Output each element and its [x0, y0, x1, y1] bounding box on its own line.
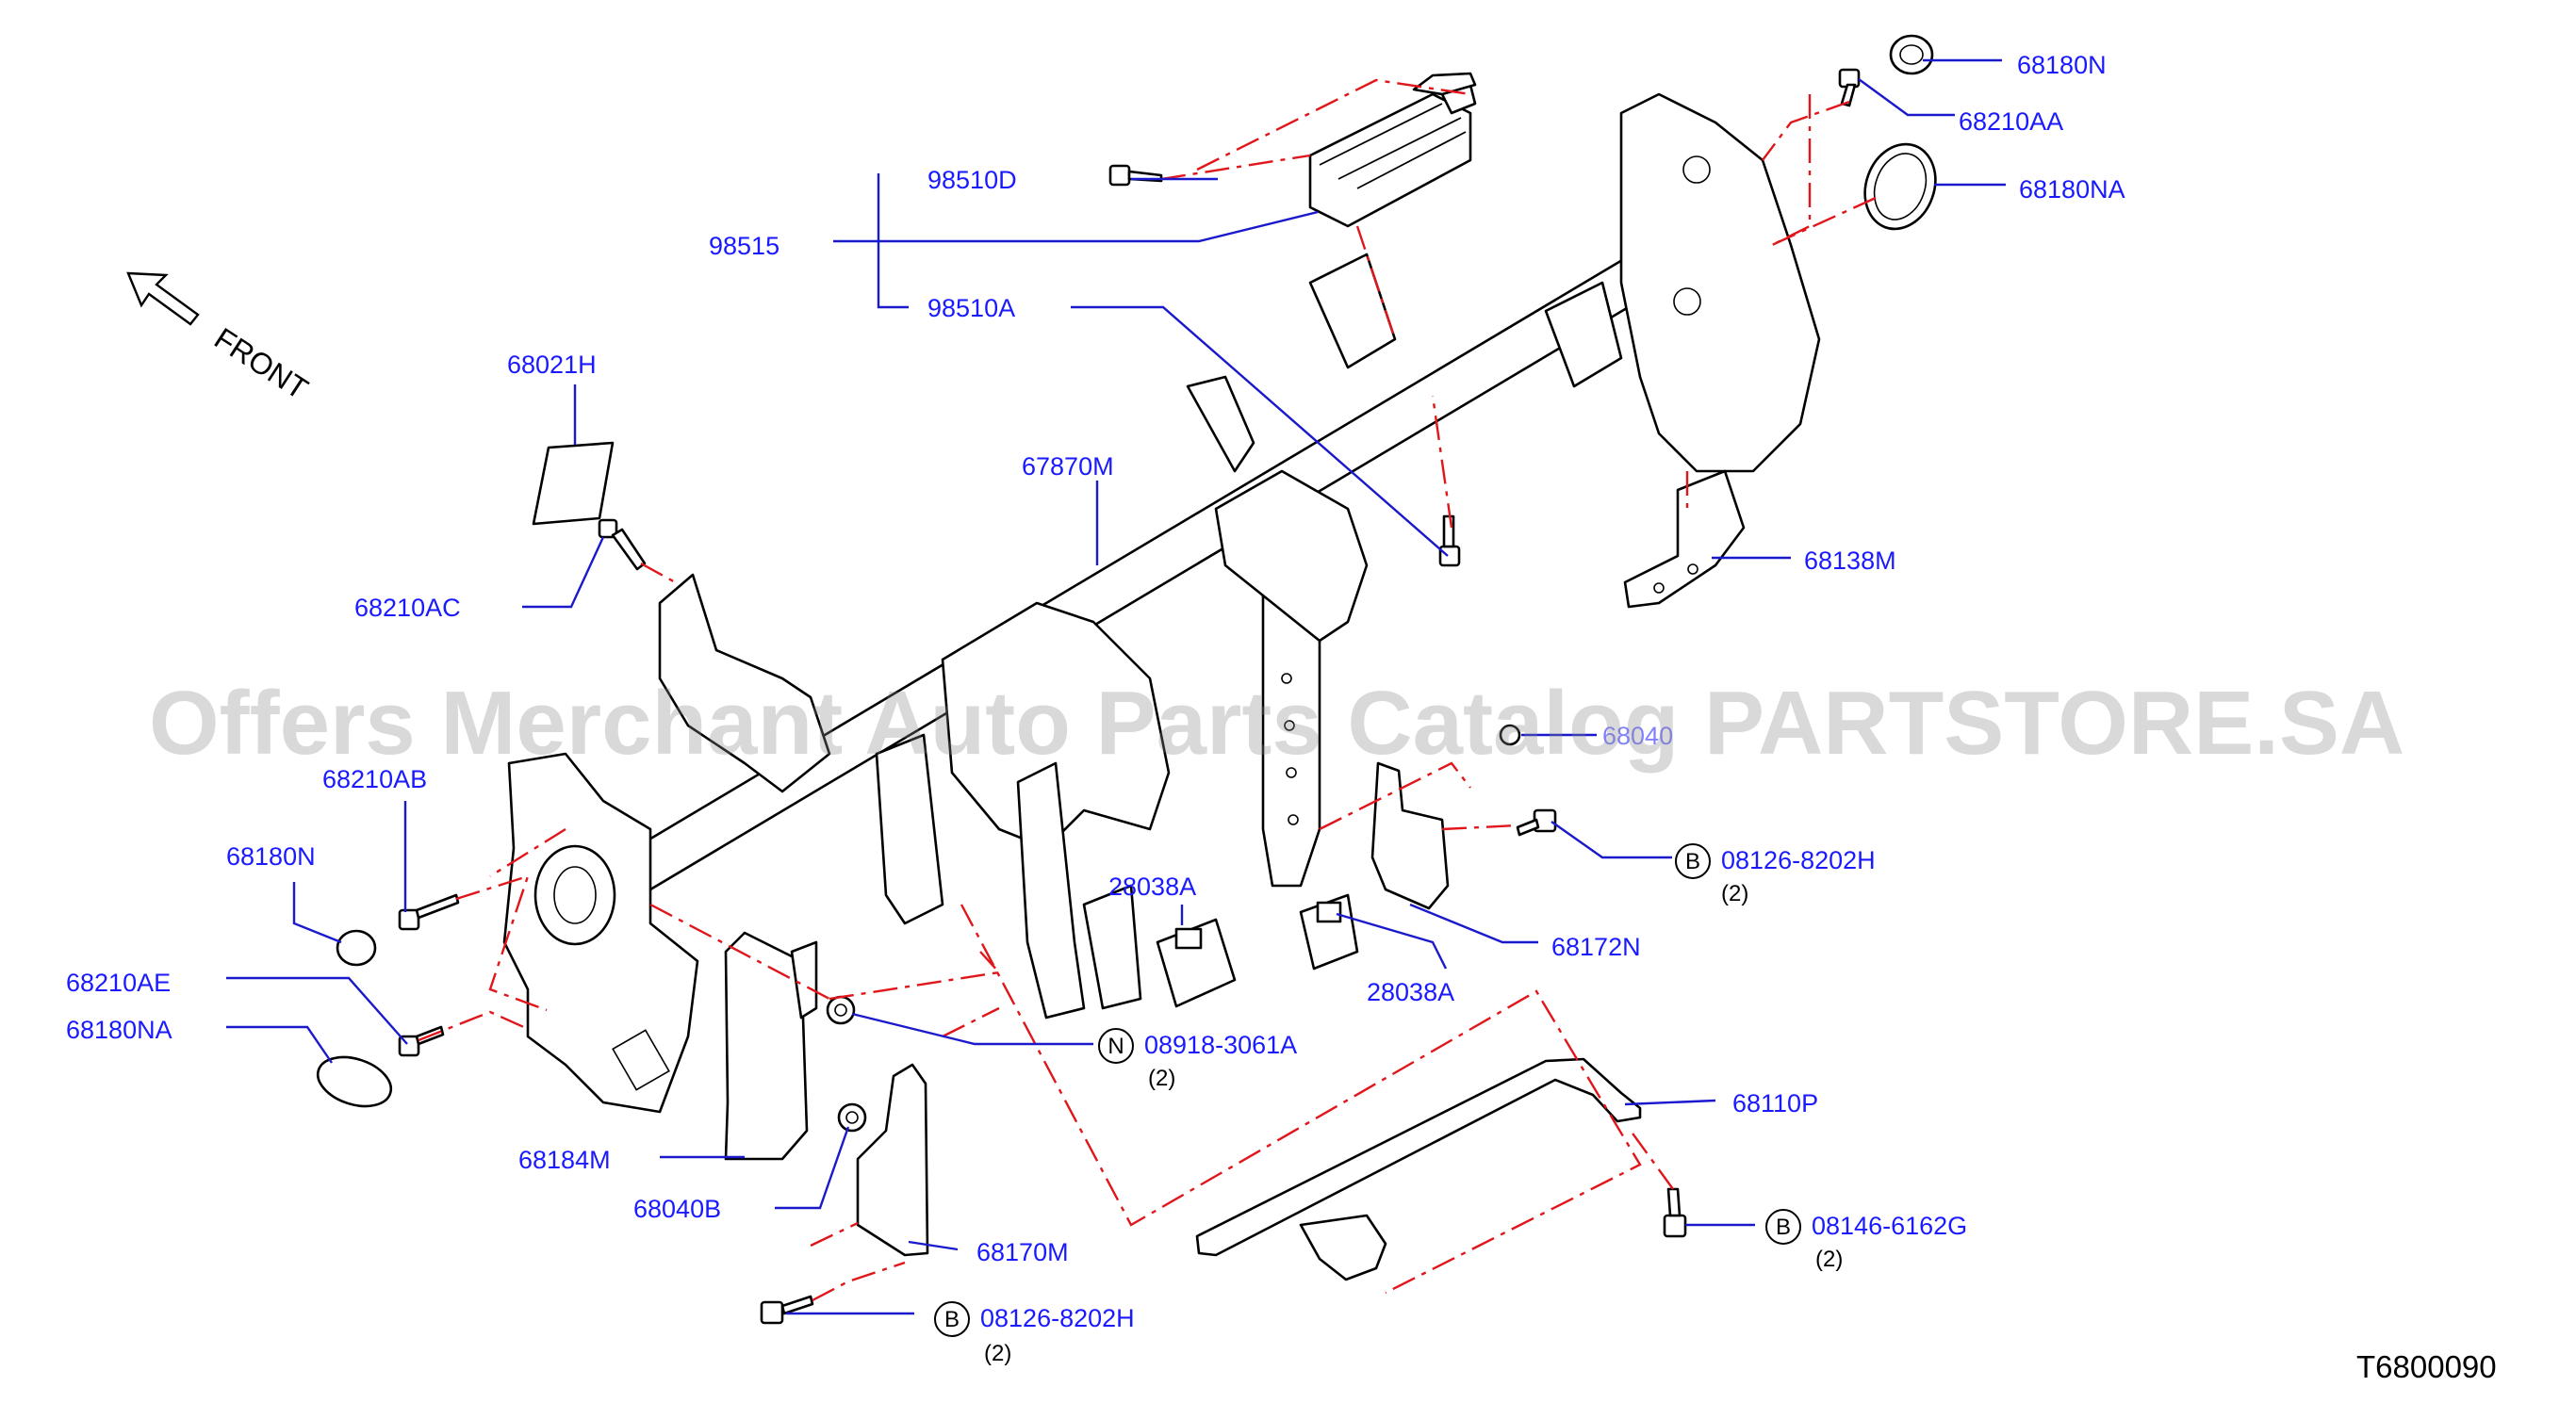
- bracket-68184M[interactable]: [724, 931, 818, 1161]
- label-08146-6162G: 08146-6162G: [1812, 1212, 1967, 1240]
- label-08918-3061A: 08918-3061A: [1144, 1031, 1297, 1059]
- bolt-68210AC[interactable]: [598, 518, 647, 571]
- nut-68040B[interactable]: [837, 1102, 867, 1133]
- label-98510A: 98510A: [927, 294, 1015, 322]
- svg-text:N: N: [1108, 1034, 1124, 1059]
- label-68210AE: 68210AE: [66, 969, 171, 997]
- plug-68180NA-top[interactable]: [1853, 134, 1946, 238]
- label-68110P: 68110P: [1732, 1089, 1818, 1118]
- label-28038A-a: 28038A: [1108, 873, 1196, 901]
- front-arrow-icon: [126, 271, 200, 326]
- nut-68040-partial[interactable]: [1499, 724, 1521, 746]
- bolt-68210AB[interactable]: [398, 893, 460, 931]
- svg-text:B: B: [1685, 849, 1700, 874]
- label-98510D: 98510D: [927, 166, 1017, 194]
- clip-28038A-b[interactable]: [1299, 893, 1359, 971]
- label-68172N: 68172N: [1551, 933, 1641, 961]
- qty-08126-b: (2): [984, 1341, 1011, 1366]
- label-68180N-left: 68180N: [226, 842, 316, 871]
- bolt-68210AA[interactable]: [1838, 68, 1861, 107]
- plug-68180N-left[interactable]: [336, 929, 377, 967]
- pad-68021H[interactable]: [532, 441, 615, 526]
- label-68184M: 68184M: [518, 1146, 611, 1174]
- bolt-08146-6162G[interactable]: [1663, 1187, 1687, 1238]
- drawing-code: T6800090: [2356, 1349, 2497, 1384]
- qty-08146: (2): [1815, 1247, 1843, 1272]
- label-68210AC: 68210AC: [354, 594, 461, 622]
- bolt-08126-8202H-a[interactable]: [1516, 808, 1557, 837]
- badge-n-08918: N: [1098, 1028, 1134, 1064]
- label-67870M: 67870M: [1022, 452, 1114, 481]
- plug-68180NA-left[interactable]: [312, 1049, 398, 1115]
- qty-08918: (2): [1148, 1066, 1175, 1091]
- label-28038A-b: 28038A: [1367, 978, 1454, 1006]
- badge-b-08126-b: B: [934, 1301, 970, 1337]
- label-68210AB: 68210AB: [322, 765, 427, 793]
- airbag-module-98515[interactable]: [1308, 72, 1477, 228]
- label-68170M: 68170M: [976, 1238, 1069, 1266]
- badge-b-08146: B: [1765, 1209, 1801, 1245]
- bracket-68170M[interactable]: [856, 1063, 929, 1257]
- bolt-98510D[interactable]: [1108, 164, 1163, 187]
- label-68040B: 68040B: [633, 1195, 721, 1223]
- watermark: Offers Merchant Auto Parts Catalog PARTS…: [149, 673, 2404, 774]
- nut-08918-3061A[interactable]: [826, 995, 856, 1025]
- label-68021H: 68021H: [507, 351, 597, 379]
- svg-text:B: B: [944, 1307, 960, 1332]
- label-68180NA-top: 68180NA: [2019, 175, 2125, 204]
- bar-68110P[interactable]: [1195, 1057, 1642, 1281]
- bolt-08126-8202H-b[interactable]: [760, 1295, 814, 1325]
- label-68040-partial: 68040: [1602, 722, 1673, 750]
- assembly-lines: [418, 78, 1877, 1302]
- svg-text:B: B: [1776, 1215, 1791, 1240]
- steering-member-67870M[interactable]: [502, 92, 1821, 1114]
- label-68180NA-left: 68180NA: [66, 1016, 172, 1044]
- label-98515: 98515: [709, 232, 779, 260]
- bracket-68138M[interactable]: [1623, 469, 1746, 609]
- front-label: FRONT: [208, 321, 314, 406]
- label-68138M: 68138M: [1804, 547, 1896, 575]
- qty-08126-a: (2): [1721, 881, 1748, 906]
- leader-lines: [226, 58, 2006, 1315]
- plug-68180N-top[interactable]: [1889, 34, 1934, 75]
- bolt-98510A[interactable]: [1438, 514, 1461, 567]
- label-08126-8202H-b: 08126-8202H: [980, 1304, 1135, 1332]
- label-68210AA: 68210AA: [1959, 107, 2063, 136]
- label-68180N-top: 68180N: [2017, 51, 2107, 79]
- clip-28038A-a[interactable]: [1156, 918, 1237, 1008]
- label-08126-8202H-a: 08126-8202H: [1721, 846, 1876, 874]
- badge-b-08126-a: B: [1675, 843, 1711, 879]
- bracket-68172N[interactable]: [1370, 761, 1450, 910]
